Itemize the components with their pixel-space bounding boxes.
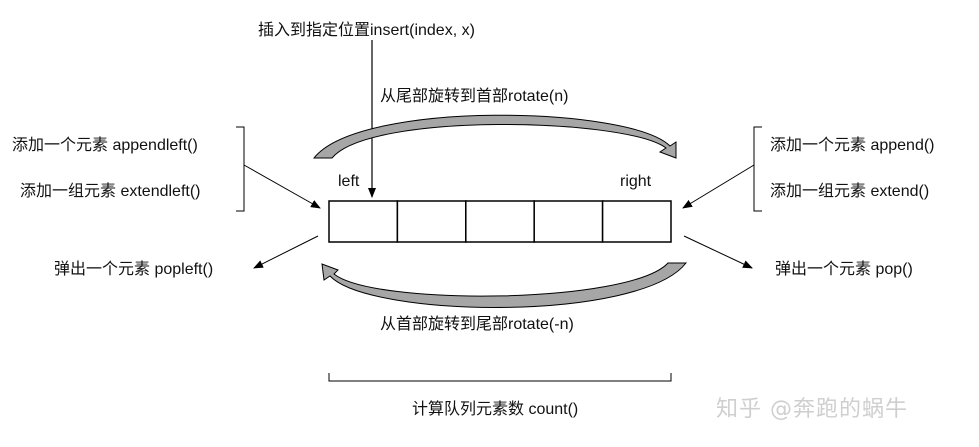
right-add-arrow	[682, 164, 755, 209]
right-add-bracket	[753, 126, 762, 212]
count-bracket	[328, 373, 672, 382]
rotate-n-arrow	[312, 114, 677, 159]
queue-cells	[328, 200, 672, 243]
pop-arrow	[683, 235, 753, 269]
left-add-arrow	[243, 164, 321, 209]
popleft-label: 弹出一个元素 popleft()	[54, 261, 214, 278]
queue-cell	[328, 200, 399, 243]
left-add-bracket	[236, 126, 245, 212]
appendleft-label: 添加一个元素 appendleft()	[12, 137, 198, 154]
rotate-neg-n-arrow	[321, 262, 688, 308]
append-label: 添加一个元素 append()	[770, 137, 935, 154]
queue-cell	[601, 200, 672, 243]
rotate-neg-n-label: 从首部旋转到尾部rotate(-n)	[380, 316, 574, 333]
insert-label: 插入到指定位置insert(index, x)	[258, 22, 475, 39]
extend-label: 添加一组元素 extend()	[770, 183, 930, 200]
rotate-n-label: 从尾部旋转到首部rotate(n)	[380, 88, 569, 105]
queue-cell	[533, 200, 604, 243]
left-end-label: left	[338, 173, 360, 190]
count-label: 计算队列元素数 count()	[412, 401, 579, 418]
queue-cell	[465, 200, 535, 243]
queue-cell	[396, 200, 467, 243]
watermark: 知乎 @奔跑的蜗牛	[716, 397, 908, 422]
right-end-label: right	[620, 173, 652, 190]
popleft-arrow	[253, 235, 319, 269]
pop-label: 弹出一个元素 pop()	[775, 261, 913, 278]
extendleft-label: 添加一组元素 extendleft()	[20, 183, 201, 200]
